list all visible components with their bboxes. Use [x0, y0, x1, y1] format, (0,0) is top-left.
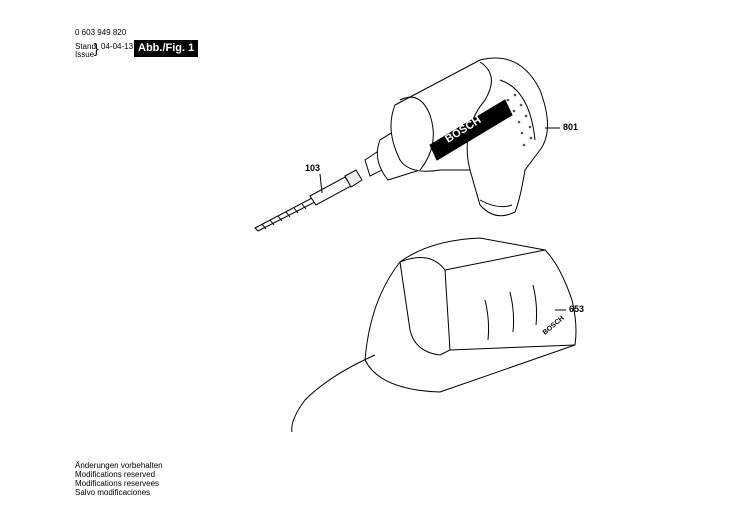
part-label-801: 801 — [563, 122, 579, 132]
figure-label: Abb./Fig. 1 — [134, 40, 199, 57]
leader-103 — [319, 173, 323, 194]
footer-line-de: Änderungen vorbehalten — [75, 461, 163, 470]
part-label-103: 103 — [305, 163, 321, 173]
part-number: 0 603 949 820 — [75, 28, 127, 37]
charger-cable — [291, 354, 376, 433]
issue-label: Issue — [75, 50, 95, 59]
brace: } — [94, 40, 99, 56]
footer-line-fr: Modifications reservees — [75, 479, 160, 488]
drill-bit-103 — [254, 169, 363, 232]
issue-date: 04-04-13 — [101, 42, 134, 51]
stand-label: Stand — [75, 42, 96, 51]
charger-653 — [364, 237, 577, 393]
footer-line-es: Salvo modificaciones — [75, 488, 151, 497]
footer-line-en: Modifications reserved — [75, 470, 156, 479]
screwdriver-801 — [364, 57, 548, 217]
part-label-653: 653 — [569, 304, 585, 314]
